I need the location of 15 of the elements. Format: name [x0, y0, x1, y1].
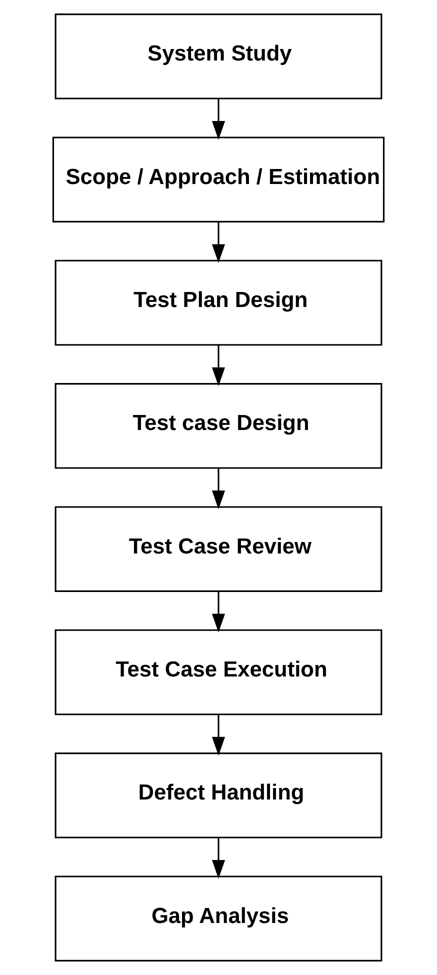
- arrow: [212, 344, 226, 386]
- node-box: System Study: [54, 14, 382, 100]
- node-box: Test Case Execution: [54, 629, 382, 716]
- node-box: Test Case Review: [54, 506, 382, 592]
- node-box: Defect Handling: [54, 752, 382, 838]
- arrow: [212, 222, 226, 263]
- node-box: Test case Design: [54, 383, 382, 469]
- arrow: [212, 98, 226, 140]
- node-box: Gap Analysis: [54, 876, 382, 962]
- node-box: Scope / Approach / Estimation: [52, 136, 385, 222]
- arrow: [212, 591, 226, 632]
- arrow: [212, 838, 226, 879]
- node-box: Test Plan Design: [54, 260, 382, 346]
- arrow: [212, 468, 226, 510]
- arrow: [212, 714, 226, 756]
